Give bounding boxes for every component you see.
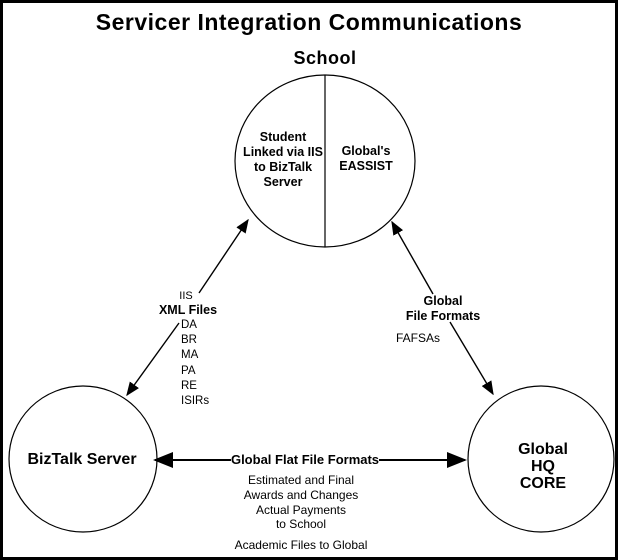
xml-file-type-list: DA BR MA PA RE ISIRs (181, 318, 209, 409)
school-right-half-label: Global's EASSIST (339, 144, 393, 173)
school-left-half-label: Student Linked via IIS to BizTalk Server (243, 130, 323, 189)
right-edge-caption-fafsas: FAFSAs (395, 331, 441, 345)
arrow-xml-to-biztalk (126, 322, 180, 397)
xml-file-type-item: BR (181, 334, 197, 347)
xml-file-type-item: ISIRs (181, 395, 210, 408)
bottom-edge-caption-global-flat-file-formats: Global Flat File Formats (230, 452, 380, 467)
xml-file-type-item: PA (181, 364, 196, 377)
xml-file-type-item: RE (181, 379, 197, 392)
left-edge-caption-iis: IIS (179, 290, 193, 302)
arrow-formats-to-globalhq (449, 321, 494, 396)
globalhq-circle (467, 385, 615, 533)
left-edge-caption-xml-files: XML Files (158, 303, 218, 317)
biztalk-node-label: BizTalk Server (27, 451, 137, 468)
right-edge-caption-global-file-formats: Global File Formats (405, 294, 481, 323)
bottom-edge-footer: Academic Files to Global (234, 538, 368, 552)
xml-file-type-item: MA (181, 349, 199, 362)
arrow-xml-to-school (198, 218, 249, 294)
globalhq-node-label: Global HQ CORE (518, 441, 568, 492)
arrow-formats-to-school (391, 220, 434, 295)
xml-file-type-item: DA (181, 319, 197, 331)
school-node-heading: School (293, 48, 357, 68)
diagram-shapes (8, 74, 615, 533)
diagram-title: Servicer Integration Communications (95, 9, 523, 35)
bottom-edge-details: Estimated and Final Awards and Changes A… (243, 473, 359, 532)
